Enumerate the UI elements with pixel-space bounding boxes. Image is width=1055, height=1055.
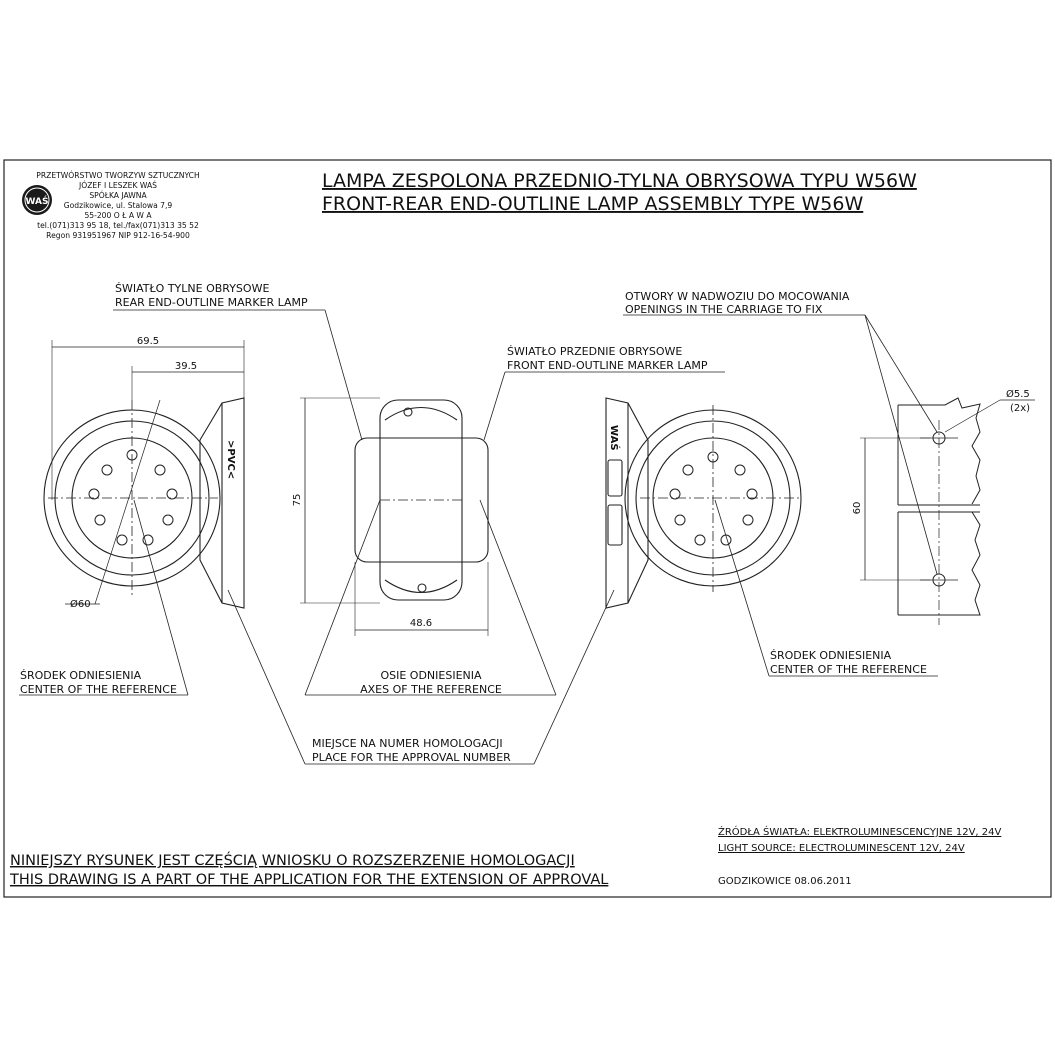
footer-note-en: THIS DRAWING IS A PART OF THE APPLICATIO… bbox=[9, 872, 608, 888]
company-address: PRZETWÓRSTWO TWORZYW SZTUCZNYCH JÓZEF I … bbox=[36, 171, 199, 240]
front-lamp-view bbox=[605, 397, 802, 609]
carriage-holes-view bbox=[860, 397, 1035, 625]
dim-width-total: 69.5 bbox=[137, 336, 159, 347]
dim-height: 75 bbox=[292, 494, 303, 507]
footer-note-pl: NINIEJSZY RYSUNEK JEST CZĘŚCIĄ WNIOSKU O… bbox=[10, 851, 575, 869]
callout-leaders bbox=[19, 309, 938, 765]
svg-text:JÓZEF I LESZEK WAŚ: JÓZEF I LESZEK WAŚ bbox=[78, 181, 157, 190]
side-lamp-view bbox=[300, 397, 489, 636]
label-approval-en: PLACE FOR THE APPROVAL NUMBER bbox=[312, 751, 511, 764]
label-center-right-en: CENTER OF THE REFERENCE bbox=[770, 663, 927, 676]
dim-hole-count: (2x) bbox=[1010, 403, 1030, 414]
svg-text:tel.(071)313 95 18, tel./fax(0: tel.(071)313 95 18, tel./fax(071)313 35 … bbox=[37, 221, 199, 230]
drawing-frame bbox=[3, 159, 1052, 898]
label-openings-pl: OTWORY W NADWOZIU DO MOCOWANIA bbox=[625, 290, 850, 303]
company-logo: WAŚ bbox=[22, 185, 52, 215]
footer-source-en: LIGHT SOURCE: ELECTROLUMINESCENT 12V, 24… bbox=[718, 843, 965, 854]
dim-diameter: Ø60 bbox=[70, 598, 91, 610]
logo-text: WAŚ bbox=[26, 195, 49, 207]
label-center-left-en: CENTER OF THE REFERENCE bbox=[20, 683, 177, 696]
footer-source-pl: ŹRÓDŁA ŚWIATŁA: ELEKTROLUMINESCENCYJNE 1… bbox=[718, 825, 1002, 838]
label-rear-lamp-en: REAR END-OUTLINE MARKER LAMP bbox=[115, 296, 308, 309]
pvc-mark: >PVC< bbox=[225, 440, 236, 479]
label-approval-pl: MIEJSCE NA NUMER HOMOLOGACJI bbox=[312, 737, 503, 750]
svg-text:SPÓŁKA JAWNA: SPÓŁKA JAWNA bbox=[89, 191, 147, 200]
label-front-lamp-pl: ŚWIATŁO PRZEDNIE OBRYSOWE bbox=[507, 345, 682, 358]
title-pl: LAMPA ZESPOLONA PRZEDNIO-TYLNA OBRYSOWA … bbox=[322, 170, 917, 192]
label-openings-en: OPENINGS IN THE CARRIAGE TO FIX bbox=[625, 303, 823, 316]
title-en: FRONT-REAR END-OUTLINE LAMP ASSEMBLY TYP… bbox=[322, 193, 863, 215]
svg-text:PRZETWÓRSTWO TWORZYW SZTUCZNYC: PRZETWÓRSTWO TWORZYW SZTUCZNYCH bbox=[36, 171, 199, 180]
label-center-left-pl: ŚRODEK ODNIESIENIA bbox=[20, 669, 142, 682]
svg-text:55-200 O Ł A W A: 55-200 O Ł A W A bbox=[84, 211, 152, 220]
svg-text:Regon 931951967 NIP 912-16-54-: Regon 931951967 NIP 912-16-54-900 bbox=[46, 231, 190, 240]
was-mark: WAŚ bbox=[608, 425, 621, 451]
dim-hole-spacing: 60 bbox=[852, 502, 863, 515]
rear-lamp-view bbox=[43, 340, 245, 609]
svg-text:Godzikowice, ul. Stalowa 7,9: Godzikowice, ul. Stalowa 7,9 bbox=[64, 201, 173, 210]
label-rear-lamp-pl: ŚWIATŁO TYLNE OBRYSOWE bbox=[115, 282, 269, 295]
dim-body-width: 48.6 bbox=[410, 618, 432, 629]
label-front-lamp-en: FRONT END-OUTLINE MARKER LAMP bbox=[507, 359, 708, 372]
dim-width-offset: 39.5 bbox=[175, 361, 197, 372]
footer-place-date: GODZIKOWICE 08.06.2011 bbox=[718, 876, 852, 887]
label-axes-pl: OSIE ODNIESIENIA bbox=[380, 669, 482, 682]
dim-hole-diameter: Ø5.5 bbox=[1006, 388, 1030, 400]
label-axes-en: AXES OF THE REFERENCE bbox=[360, 683, 502, 696]
label-center-right-pl: ŚRODEK ODNIESIENIA bbox=[770, 649, 892, 662]
